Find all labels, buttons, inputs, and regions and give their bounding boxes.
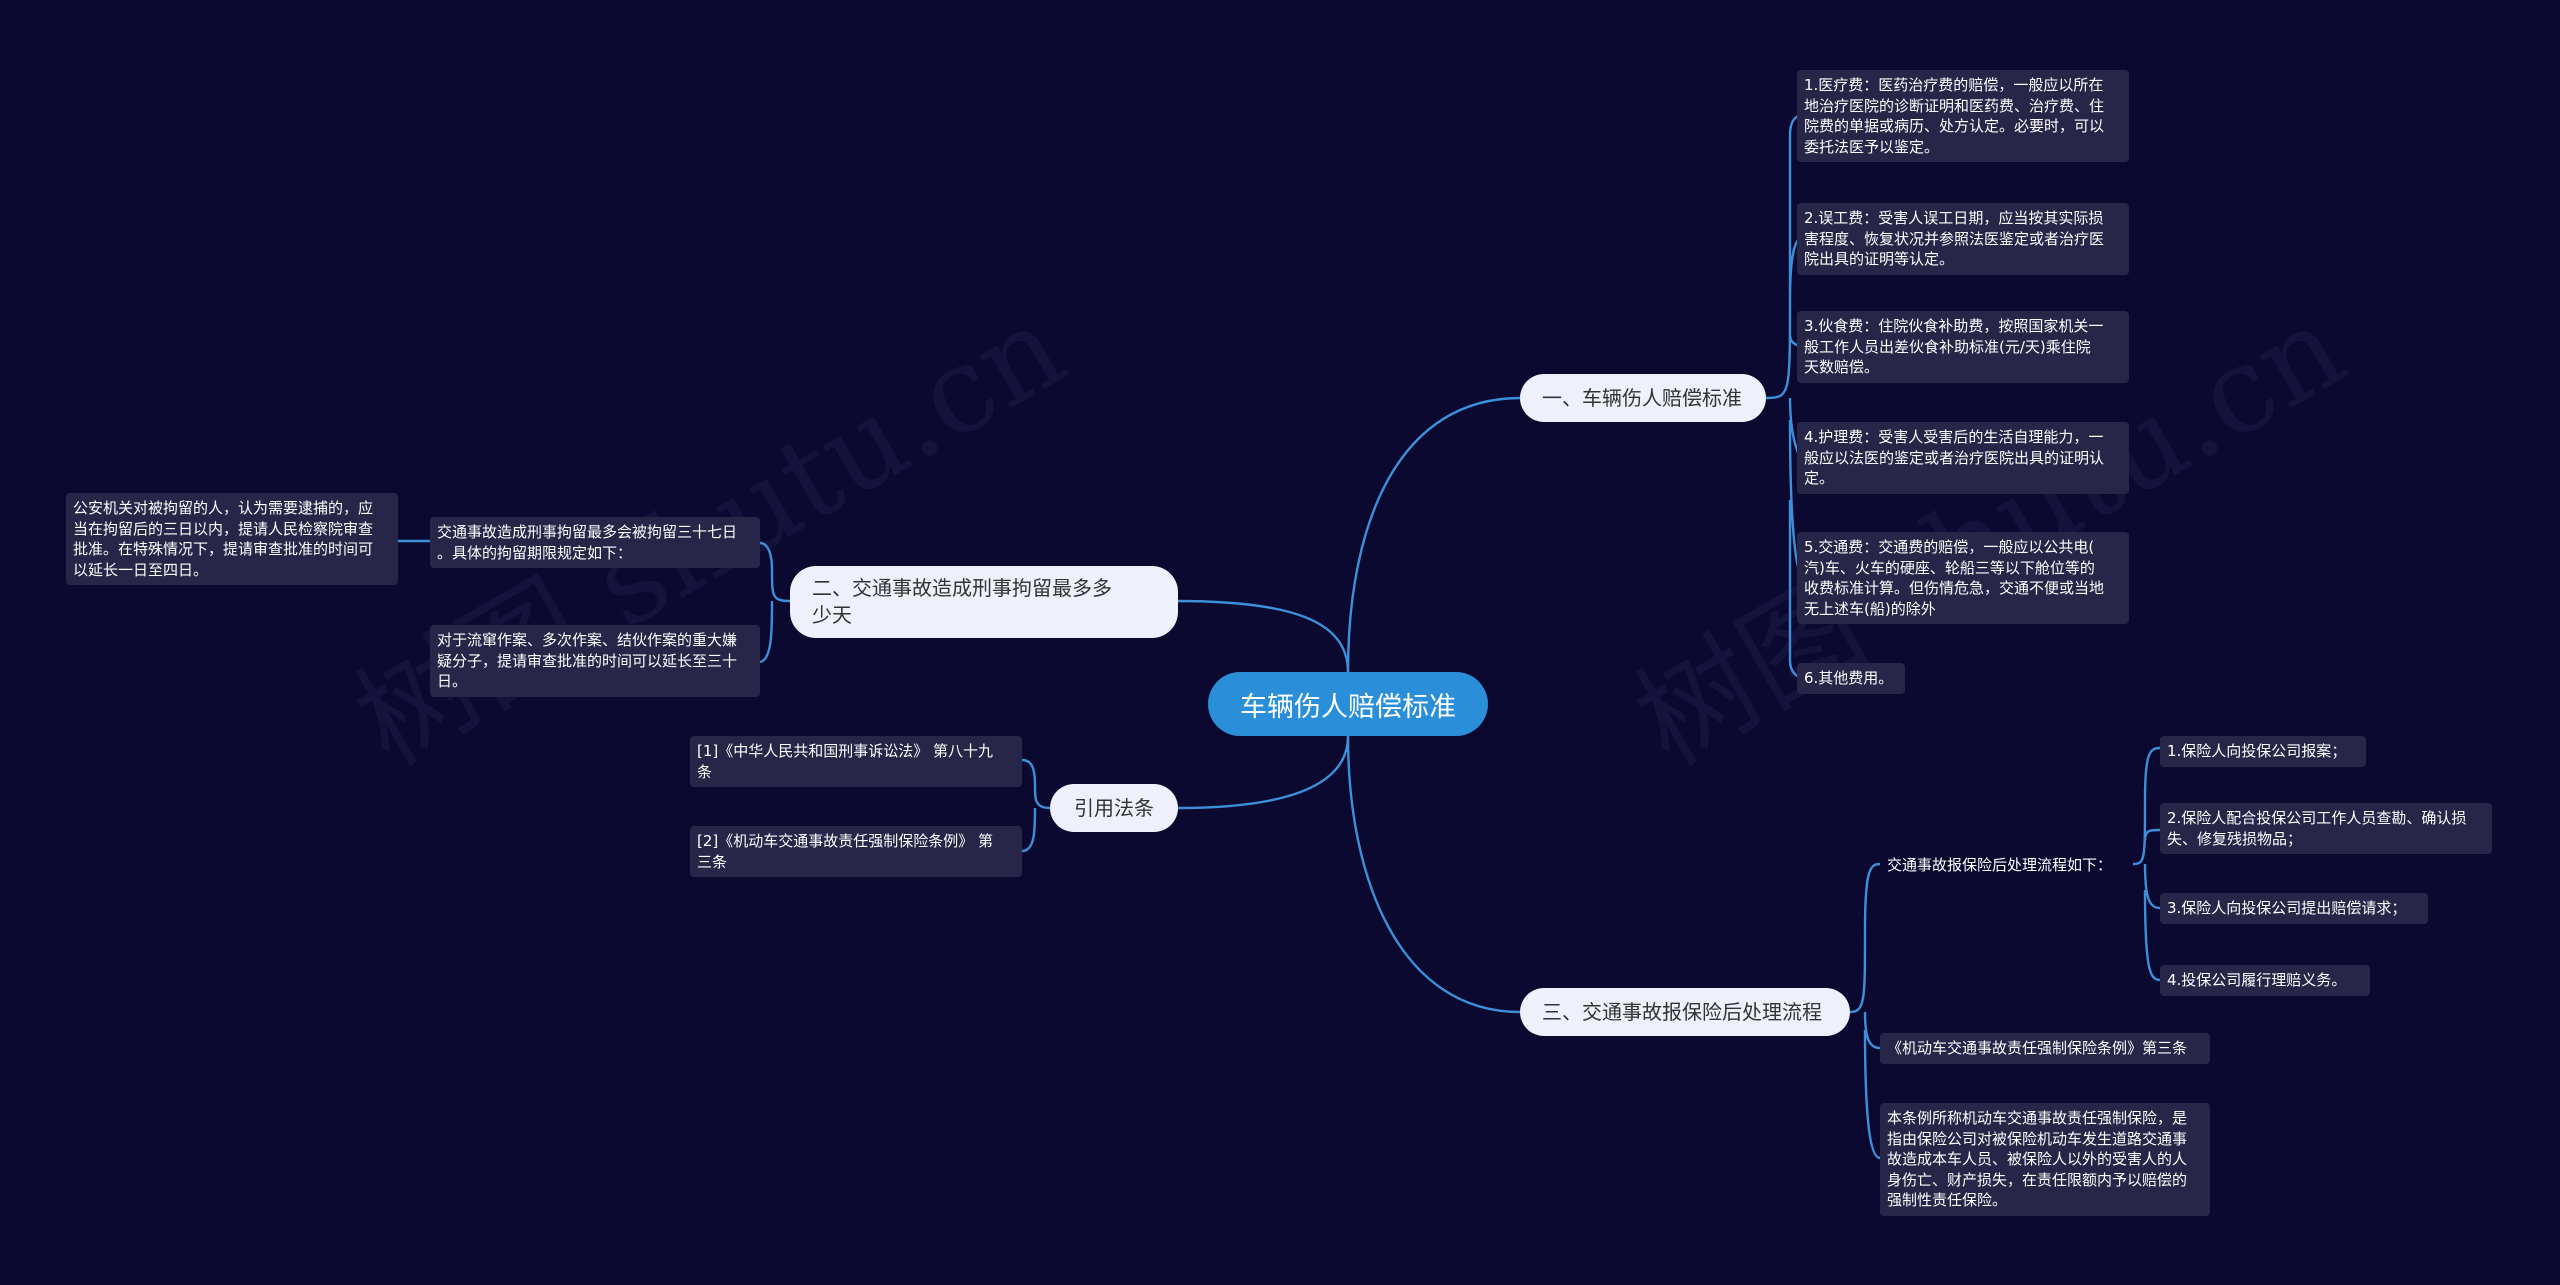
leaf-detention-max[interactable]: 交通事故造成刑事拘留最多会被拘留三十七日 。具体的拘留期限规定如下： — [430, 517, 760, 568]
leaf-step-report[interactable]: 1.保险人向投保公司报案； — [2160, 736, 2366, 767]
leaf-criminal-procedure-law[interactable]: [1]《中华人民共和国刑事诉讼法》 第八十九 条 — [690, 736, 1022, 787]
connector-root-b1 — [1346, 396, 1521, 673]
branch-insurance-process[interactable]: 三、交通事故报保险后处理流程 — [1520, 988, 1850, 1036]
leaf-step-claim[interactable]: 3.保险人向投保公司提出赔偿请求； — [2160, 893, 2428, 924]
leaf-insurance-definition[interactable]: 本条例所称机动车交通事故责任强制保险，是 指由保险公司对被保险机动车发生道路交通… — [1880, 1103, 2210, 1216]
leaf-transport-fee[interactable]: 5.交通费：交通费的赔偿，一般应以公共电( 汽)车、火车的硬座、轮船三等以下舱位… — [1797, 532, 2129, 624]
connector-steps — [2132, 746, 2161, 982]
leaf-detention-extension[interactable]: 对于流窜作案、多次作案、结伙作案的重大嫌 疑分子，提请审查批准的时间可以延长至三… — [430, 625, 760, 697]
leaf-step-survey[interactable]: 2.保险人配合投保公司工作人员查勘、确认损 失、修复残损物品； — [2160, 803, 2492, 854]
root-node[interactable]: 车辆伤人赔偿标准 — [1208, 672, 1488, 736]
leaf-insurance-regulation[interactable]: [2]《机动车交通事故责任强制保险条例》 第 三条 — [690, 826, 1022, 877]
leaf-lost-wages[interactable]: 2.误工费：受害人误工日期，应当按其实际损 害程度、恢复状况并参照法医鉴定或者治… — [1797, 203, 2129, 275]
branch-detention-days[interactable]: 二、交通事故造成刑事拘留最多多 少天 — [790, 566, 1178, 638]
leaf-step-settlement[interactable]: 4.投保公司履行理赔义务。 — [2160, 965, 2370, 996]
leaf-medical-fee[interactable]: 1.医疗费：医药治疗费的赔偿，一般应以所在 地治疗医院的诊断证明和医药费、治疗费… — [1797, 70, 2129, 162]
leaf-other-fees[interactable]: 6.其他费用。 — [1797, 663, 1905, 694]
connector-b4-items — [1849, 862, 1881, 1160]
leaf-insurance-article[interactable]: 《机动车交通事故责任强制保险条例》第三条 — [1880, 1033, 2210, 1064]
connector-b3-leaves — [1021, 758, 1051, 853]
leaf-process-intro[interactable]: 交通事故报保险后处理流程如下： — [1887, 856, 2113, 874]
branch-vehicle-injury-compensation[interactable]: 一、车辆伤人赔偿标准 — [1520, 374, 1766, 422]
connector-root-b2 — [1175, 599, 1350, 673]
connector-root-b3 — [1177, 735, 1350, 810]
leaf-nursing-fee[interactable]: 4.护理费：受害人受害后的生活自理能力，一 般应以法医的鉴定或者治疗医院出具的证… — [1797, 422, 2129, 494]
leaf-police-approval[interactable]: 公安机关对被拘留的人，认为需要逮捕的，应 当在拘留后的三日以内，提请人民检察院审… — [66, 493, 398, 585]
connector-b1-leaves — [1765, 113, 1804, 680]
branch-cited-laws[interactable]: 引用法条 — [1050, 784, 1178, 832]
connector-root-b4 — [1346, 735, 1521, 1014]
leaf-meal-fee[interactable]: 3.伙食费：住院伙食补助费，按照国家机关一 般工作人员出差伙食补助标准(元/天)… — [1797, 311, 2129, 383]
connector-b2-leaves — [759, 541, 791, 664]
